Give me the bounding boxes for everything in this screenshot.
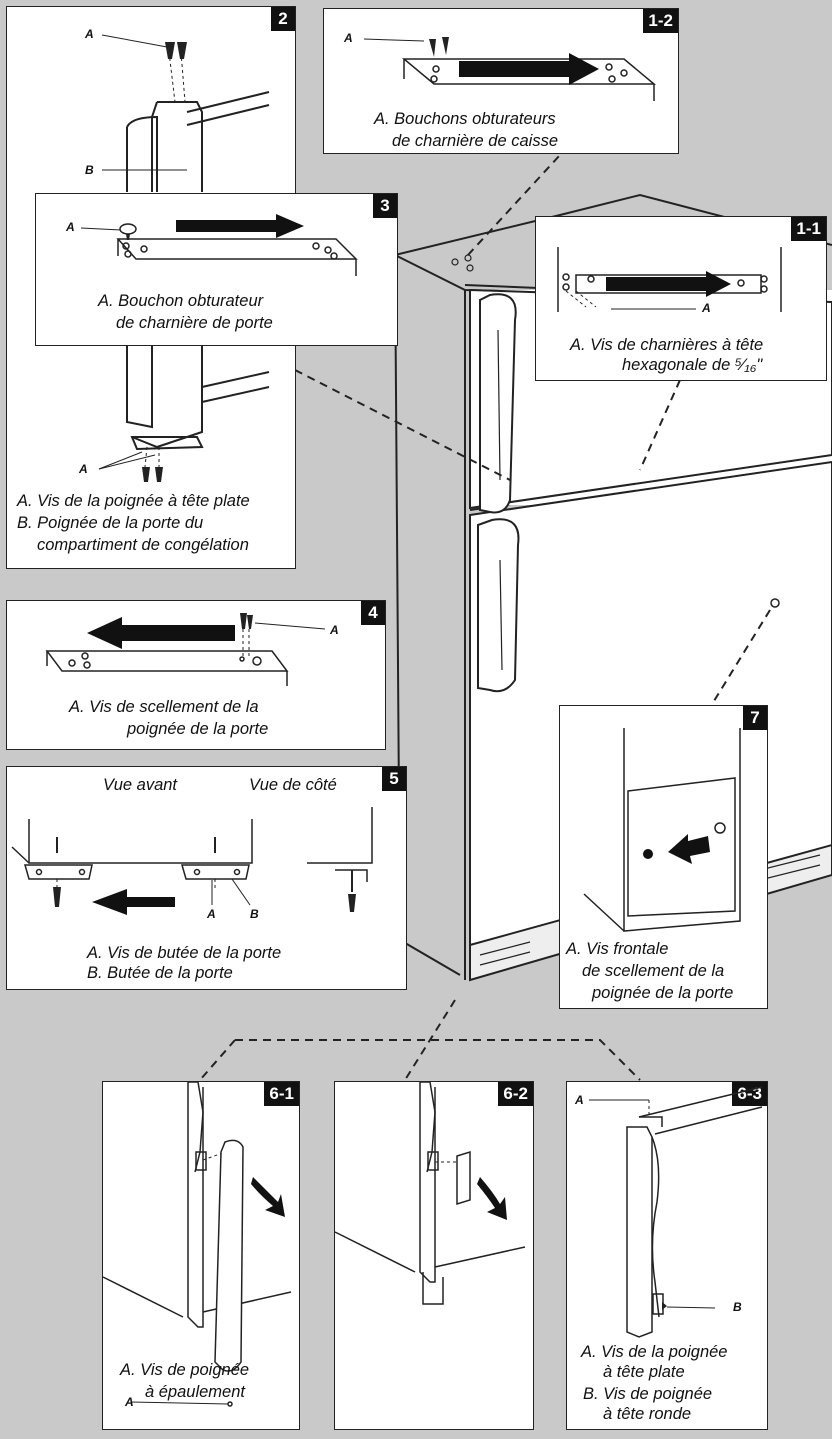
p61-caption-line-1: A. Vis de poignée: [120, 1361, 250, 1379]
caption-line-2: à tête plate: [603, 1363, 685, 1381]
step-badge: 7: [743, 706, 767, 730]
caption-line-2: de scellement de la: [582, 962, 725, 980]
label-a: A: [85, 27, 94, 41]
label-a: A: [330, 623, 339, 637]
caption-line-3: poignée de la porte: [592, 984, 734, 1002]
caption-line-1: A. Vis de la poignée à tête plate: [17, 492, 250, 510]
caption-line-1: A. Vis de scellement de la: [69, 698, 259, 716]
caption-line-2: de charnière de caisse: [392, 132, 559, 150]
label-a: A: [344, 31, 353, 45]
view-side-label: Vue de côté: [249, 776, 337, 794]
panel-step-6-1: 6-1 A A. Vis de poignée: [102, 1081, 300, 1430]
label-a-bottom: A: [79, 462, 88, 476]
panel-step-1-1: 1-1 A A. Vis de charnières à tête hexago…: [535, 216, 827, 381]
front-seal-screw-illustration: [583, 728, 741, 932]
label-b: B: [85, 163, 94, 177]
label-a: A: [702, 301, 711, 315]
caption-line-2: hexagonale de ⁵⁄₁₆": [622, 356, 763, 374]
door-handle-seal-screw-illustration: [45, 613, 326, 686]
caption-line-2: poignée de la porte: [127, 720, 269, 738]
label-a: A: [66, 220, 75, 234]
caption-line-1: A. Vis de charnières à tête: [570, 336, 764, 354]
view-front-label: Vue avant: [103, 776, 178, 794]
caption-line-2: B. Poignée de la porte du: [17, 514, 204, 532]
step-badge: 1-2: [643, 9, 678, 33]
door-stop-illustration: [11, 807, 373, 915]
caption-line-3: B. Vis de poignée: [583, 1385, 713, 1403]
caption-line-1: A. Vis frontale: [566, 940, 669, 958]
panel-step-6-3: 6-3 A B A. Vis de la poignée à tête plat…: [566, 1081, 768, 1430]
cabinet-hinge-plug-illustration: [363, 37, 657, 101]
caption-line-1: A. Vis de butée de la porte: [87, 944, 282, 962]
panel-step-6-2: 6-2: [334, 1081, 534, 1430]
step-badge: 1-1: [791, 217, 826, 241]
step-badge: 3: [373, 194, 397, 218]
panel-step-4: 4 A A. Vis de scellement de la poignée d…: [6, 600, 386, 750]
hex-hinge-screw-illustration: [557, 247, 782, 312]
label-a: A: [575, 1093, 584, 1107]
caption-line-4: à tête ronde: [603, 1405, 692, 1423]
panel-step-7: 7 A. Vis frontale de scellement de la po…: [559, 705, 768, 1009]
step-badge: 6-2: [498, 1082, 533, 1106]
caption-line-1: A. Vis de la poignée: [581, 1343, 728, 1361]
step-badge: 5: [382, 767, 406, 791]
shoulder-screw-handle-illustration: [102, 1081, 292, 1407]
round-head-screw-illustration: [589, 1086, 763, 1338]
door-hinge-plug-illustration: [80, 214, 358, 276]
caption-line-3: compartiment de congélation: [37, 536, 249, 554]
panel-step-3: 3 A A. Bouchon obturateur de charnière d…: [35, 193, 398, 346]
p61-caption-line-2: à épaulement: [145, 1383, 245, 1401]
caption-line-2: de charnière de porte: [116, 314, 273, 332]
panel-step-1-2: 1-2 A A. Bouchons obturateurs de charniè…: [323, 8, 679, 154]
caption-line-1: A. Bouchons obturateurs: [374, 110, 556, 128]
label-b: B: [250, 907, 259, 921]
step-badge: 2: [271, 7, 295, 31]
freezer-handle-illustration: [98, 34, 270, 482]
label-b: B: [733, 1300, 742, 1314]
step-badge: 4: [361, 601, 385, 625]
caption-line-1: A. Bouchon obturateur: [98, 292, 264, 310]
caption-line-2: B. Butée de la porte: [87, 964, 233, 982]
label-a: A: [125, 1395, 134, 1409]
step-badge: 6-1: [264, 1082, 299, 1106]
label-a: A: [207, 907, 216, 921]
handle-removal-illustration: [334, 1081, 526, 1305]
panel-step-5: 5 Vue avant Vue de côté A B A. Vis de bu…: [6, 766, 407, 990]
